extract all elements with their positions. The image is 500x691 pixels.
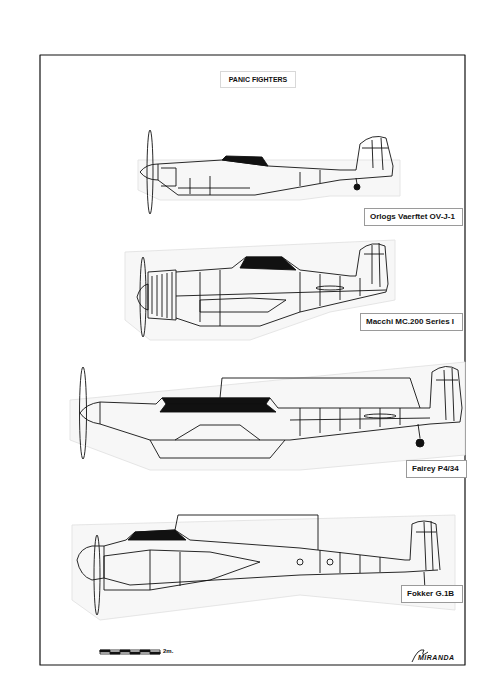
scale-bar [100,650,160,654]
aircraft-name-label: Fairey P4/34 [406,460,467,478]
aircraft-name: Fokker G.1B [407,589,457,599]
sheet-title: PANIC FIGHTERS [229,75,288,84]
label-holder: 2m. [163,647,173,655]
fairey-p4-34-drawing [70,362,465,470]
aircraft-name-label: Macchi MC.200 Series I [360,313,463,331]
aircraft-name: Macchi MC.200 Series I [366,317,457,327]
fokker-g1b-drawing [72,515,455,620]
sheet-frame [40,55,465,665]
aircraft-name-label: Fokker G.1B [401,585,463,603]
mc200-drawing [125,240,395,340]
title-box: PANIC FIGHTERS [220,71,297,88]
aircraft-name: Orlogs Vaerftet OV-J-1 [370,212,457,222]
label-holder: MIRANDA [418,654,455,662]
aircraft-name: Fairey P4/34 [412,464,461,474]
ov-j-1-drawing [138,130,400,214]
artist-signature: MIRANDA [418,654,455,662]
scale-label: 2m. [163,647,173,655]
aircraft-name-label: Orlogs Vaerftet OV-J-1 [364,208,463,226]
